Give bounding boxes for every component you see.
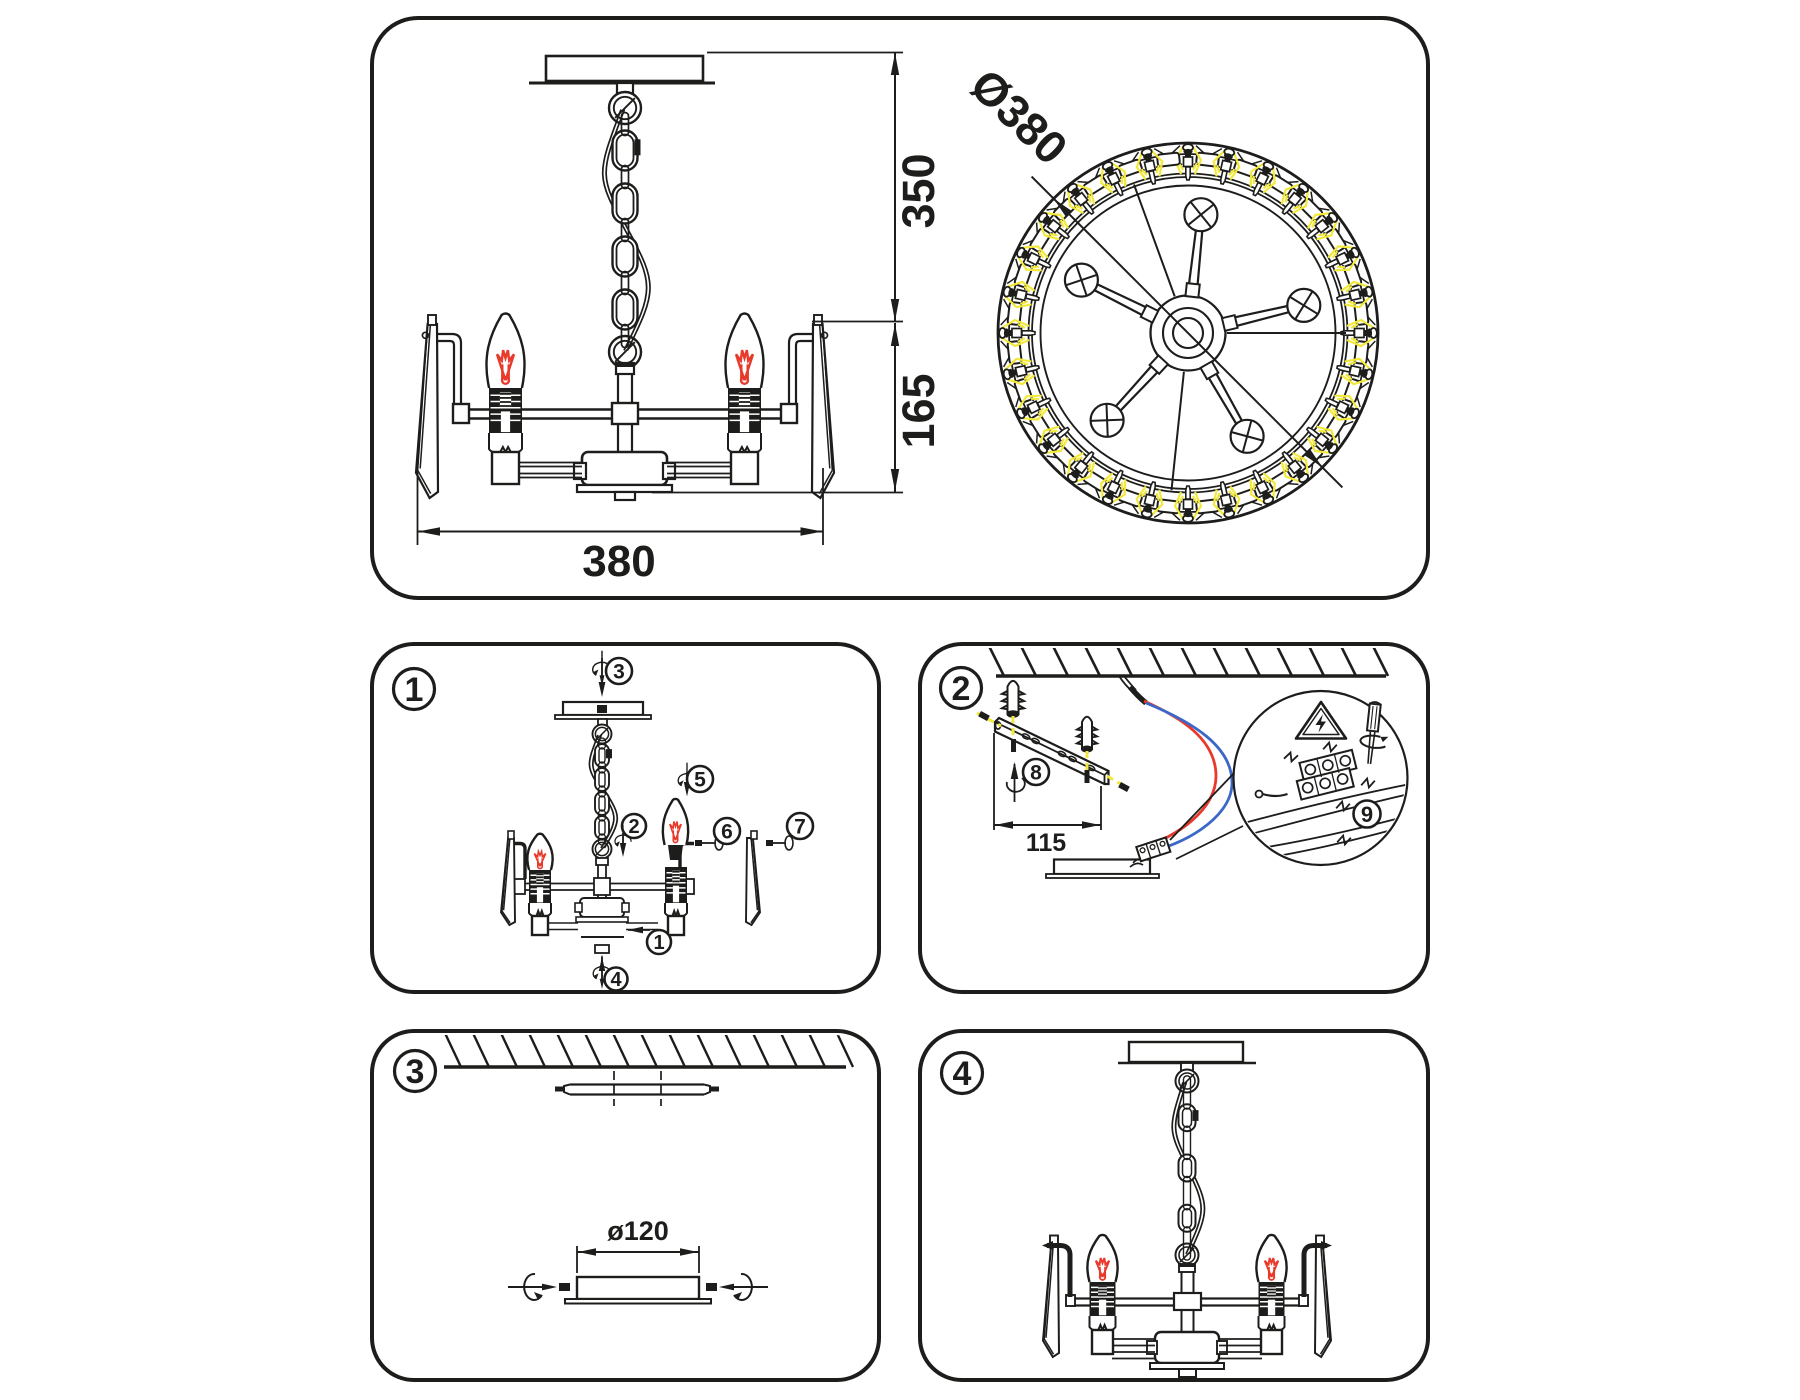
svg-text:1: 1 xyxy=(653,932,664,954)
svg-text:6: 6 xyxy=(721,821,733,844)
svg-text:9: 9 xyxy=(1361,802,1373,827)
svg-text:3: 3 xyxy=(406,1053,425,1091)
svg-text:115: 115 xyxy=(1026,829,1066,857)
svg-text:4: 4 xyxy=(953,1055,972,1093)
svg-text:3: 3 xyxy=(613,661,625,684)
svg-text:380: 380 xyxy=(582,537,655,586)
svg-text:4: 4 xyxy=(610,969,622,991)
svg-text:5: 5 xyxy=(694,769,706,792)
svg-text:8: 8 xyxy=(1030,762,1042,785)
svg-text:ø120: ø120 xyxy=(607,1216,669,1246)
svg-text:7: 7 xyxy=(794,816,806,839)
svg-text:165: 165 xyxy=(893,373,944,448)
svg-text:2: 2 xyxy=(628,816,639,838)
svg-text:1: 1 xyxy=(405,671,424,709)
svg-text:350: 350 xyxy=(893,153,944,228)
svg-text:2: 2 xyxy=(952,670,971,708)
